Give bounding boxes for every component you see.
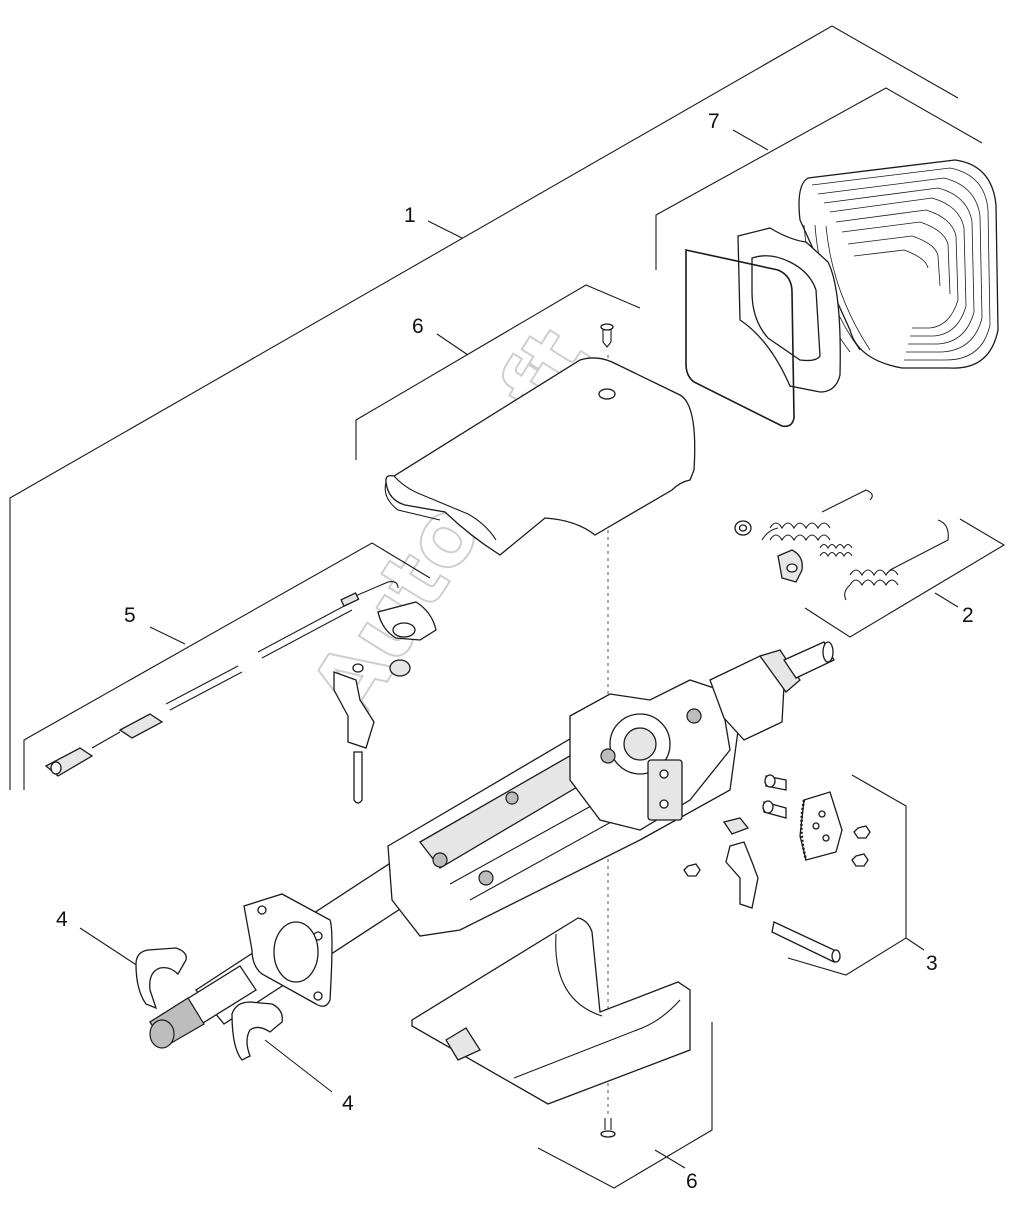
upper-shroud-part	[384, 323, 696, 556]
callout-4-right: 4	[342, 1092, 354, 1115]
callout-2: 2	[962, 604, 974, 627]
callout-4-left: 4	[56, 908, 68, 931]
tilt-mechanism-part	[683, 774, 871, 963]
callout-6-top: 6	[412, 315, 424, 338]
callout-5: 5	[124, 604, 136, 627]
callout-3: 3	[926, 952, 938, 975]
callout-1: 1	[404, 204, 416, 227]
release-cable-part	[44, 581, 437, 804]
springs-kit-part	[734, 489, 949, 601]
bellows-boot-part	[685, 159, 999, 428]
callout-6-bottom: 6	[686, 1170, 698, 1193]
callout-7: 7	[708, 110, 720, 133]
callout-labels: 1 7 6 2 5 3 4 4 6	[56, 110, 974, 1193]
clamp-halves-part	[135, 947, 283, 1061]
leader-lines	[9, 25, 1006, 1189]
lower-shroud-part	[411, 917, 691, 1138]
steering-column-part	[149, 641, 835, 1049]
